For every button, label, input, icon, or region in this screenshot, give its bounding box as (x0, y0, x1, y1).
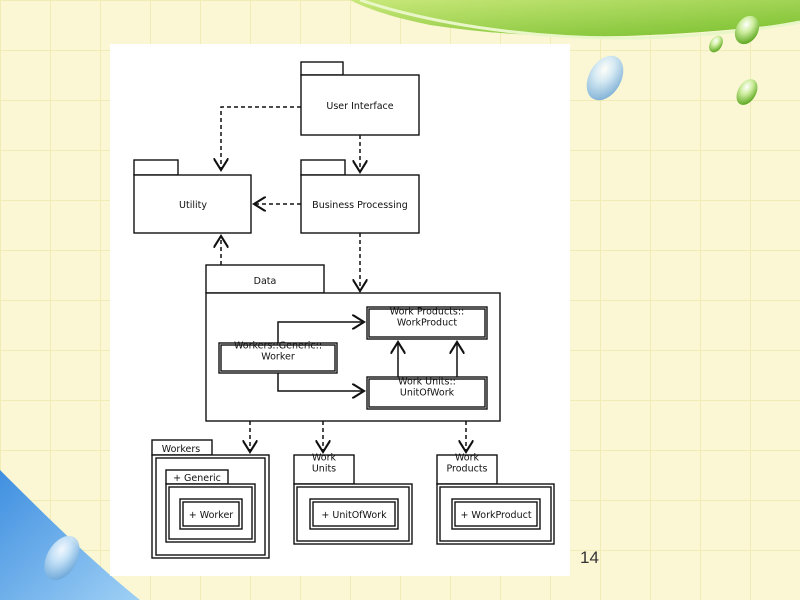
package-label: User Interface (326, 101, 393, 112)
class-label: + UnitOfWork (321, 510, 387, 521)
class-label: Workers::Generic::Worker (234, 341, 322, 363)
class-label: Work Products::WorkProduct (390, 307, 465, 329)
class-label: + WorkProduct (460, 510, 531, 521)
class-work-product (366, 306, 488, 340)
package-utility (133, 174, 252, 234)
package-tab (293, 454, 355, 485)
droplet-icon (44, 15, 760, 581)
package-tab (133, 159, 179, 176)
package-tab (436, 454, 498, 485)
package-tab (300, 61, 344, 76)
association-arrow (277, 373, 364, 391)
package-label: + Generic (173, 473, 221, 484)
package-label: Utility (179, 200, 207, 211)
class-worker-sub (179, 498, 243, 530)
association-arrow (277, 322, 364, 343)
blue-swoosh (0, 470, 140, 600)
class-unit-of-work (366, 376, 488, 410)
package-label: Workers (162, 444, 200, 455)
package-label: Data (254, 276, 277, 287)
class-work-product-sub (451, 498, 541, 530)
class-worker (218, 342, 338, 374)
package-label: Business Processing (312, 200, 408, 211)
class-label: + Worker (189, 510, 234, 521)
class-unit-of-work-sub (309, 498, 399, 530)
package-tab (205, 264, 325, 294)
package-tab (300, 159, 346, 176)
class-label: Work Units::UnitOfWork (398, 377, 456, 399)
dependency-arrow (221, 106, 301, 170)
page-number: 14 (580, 548, 599, 567)
green-swoosh (350, 0, 800, 37)
